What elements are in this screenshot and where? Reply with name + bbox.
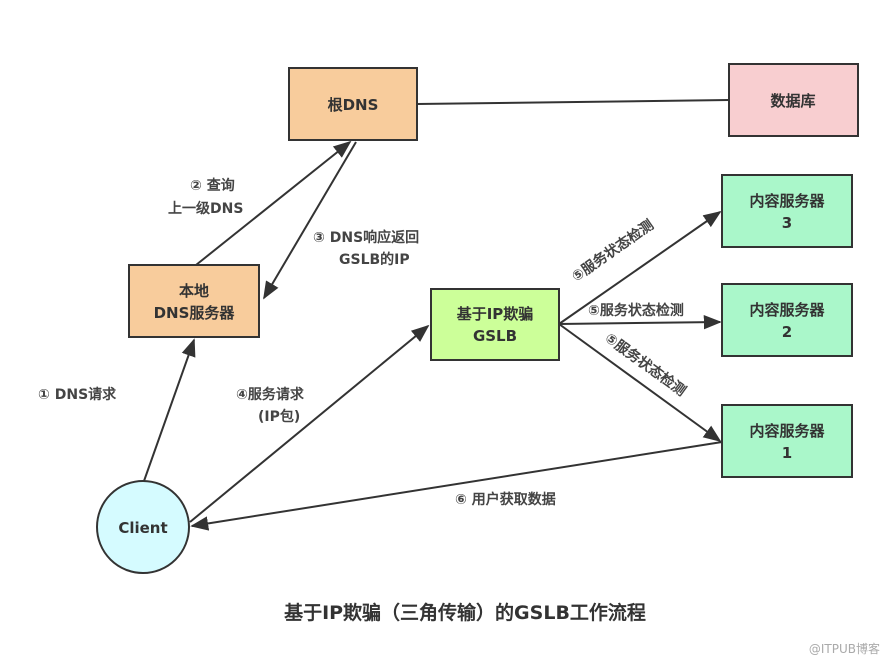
node-server-3-label-2: 3 [782,214,792,232]
edge-step5-server2 [558,315,722,330]
edge-step6-user-data [190,441,723,531]
node-gslb: 基于IP欺骗 GSLB [430,288,560,361]
label-step3-line1: ③ DNS响应返回 [313,229,419,246]
node-root-dns: 根DNS [288,67,418,141]
node-server-2-label-2: 2 [782,323,792,341]
node-gslb-label-1: 基于IP欺骗 [456,305,534,323]
node-server-1-label-2: 1 [782,444,792,462]
label-step3-line2: GSLB的IP [339,251,410,268]
edge-step3-response [263,141,357,300]
edge-step2-query [195,140,352,266]
label-step5-top: ⑤服务状态检测 [569,216,657,285]
label-step4-line2: (IP包) [258,408,300,425]
node-database: 数据库 [728,63,859,137]
node-server-2-label-1: 内容服务器 [749,301,825,319]
edge-step4-service-request [189,324,430,523]
node-client-label: Client [118,519,167,537]
node-server-3-label-1: 内容服务器 [749,192,825,210]
node-local-dns: 本地 DNS服务器 [128,264,260,338]
node-gslb-label-2: GSLB [473,327,517,345]
edge-step1-dns-request [143,338,196,482]
node-server-1-label-1: 内容服务器 [749,422,825,440]
edge-step5-server3 [558,210,722,325]
label-step4-line1: ④服务请求 [236,386,305,403]
label-step2-line2: 上一级DNS [168,200,243,217]
node-local-dns-label-2: DNS服务器 [154,304,236,322]
label-step5-mid: ⑤服务状态检测 [588,302,684,319]
label-step2-line1: ② 查询 [190,177,235,194]
diagram-title: 基于IP欺骗（三角传输）的GSLB工作流程 [284,602,646,624]
label-step1: ① DNS请求 [38,386,117,403]
node-server-2: 内容服务器 2 [721,283,853,357]
node-server-1: 内容服务器 1 [721,404,853,478]
node-root-dns-label: 根DNS [328,96,379,114]
watermark: @ITPUB博客 [808,642,880,656]
edge-root-db [416,99,730,105]
node-database-label: 数据库 [770,92,815,110]
node-local-dns-label-1: 本地 [179,282,209,300]
label-step6: ⑥ 用户获取数据 [455,491,556,508]
edge-step5-server1 [558,323,722,443]
node-server-3: 内容服务器 3 [721,174,853,248]
node-client: Client [96,480,190,574]
